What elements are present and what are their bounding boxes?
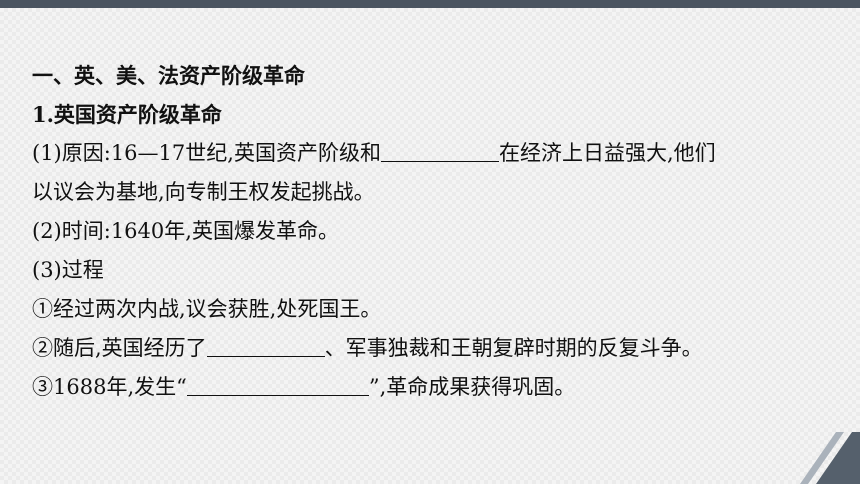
step-3: ③1688年,发生“ ”,革命成果获得巩固。 bbox=[32, 368, 832, 407]
step-2: ②随后,英国经历了 、军事独裁和王朝复辟时期的反复斗争。 bbox=[32, 329, 832, 368]
step-3-before: ③1688年,发生“ bbox=[32, 375, 187, 399]
step-2-before: ②随后,英国经历了 bbox=[32, 336, 207, 360]
corner-dark-stripe bbox=[816, 432, 860, 484]
slide-content: 一、英、美、法资产阶级革命 1.英国资产阶级革命 (1)原因:16—17世纪,英… bbox=[32, 56, 832, 407]
fill-blank-2[interactable] bbox=[206, 336, 325, 357]
top-bar bbox=[0, 0, 860, 8]
fill-blank-3[interactable] bbox=[186, 375, 369, 396]
subheading: 1.英国资产阶级革命 bbox=[32, 102, 222, 127]
step-1: ①经过两次内战,议会获胜,处死国王。 bbox=[32, 297, 382, 321]
step-2-after: 、军事独裁和王朝复辟时期的反复斗争。 bbox=[324, 336, 703, 360]
cause-text-rest: 在经济上日益强大,他们 bbox=[498, 141, 716, 165]
cause-text: (1)原因:16—17世纪,英国资产阶级和 bbox=[32, 141, 381, 165]
cause-line-2: 以议会为基地,向专制王权发起挑战。 bbox=[32, 180, 375, 204]
cause-line-1: (1)原因:16—17世纪,英国资产阶级和 在经济上日益强大,他们 bbox=[32, 134, 832, 173]
fill-blank-1[interactable] bbox=[380, 141, 499, 162]
time-line: (2)时间:1640年,英国爆发革命。 bbox=[32, 219, 339, 243]
step-3-after: ”,革命成果获得巩固。 bbox=[368, 375, 576, 399]
section-heading: 一、英、美、法资产阶级革命 bbox=[32, 63, 305, 88]
corner-decoration bbox=[800, 432, 860, 484]
corner-light-stripe bbox=[800, 432, 844, 484]
process-label: (3)过程 bbox=[32, 258, 104, 282]
